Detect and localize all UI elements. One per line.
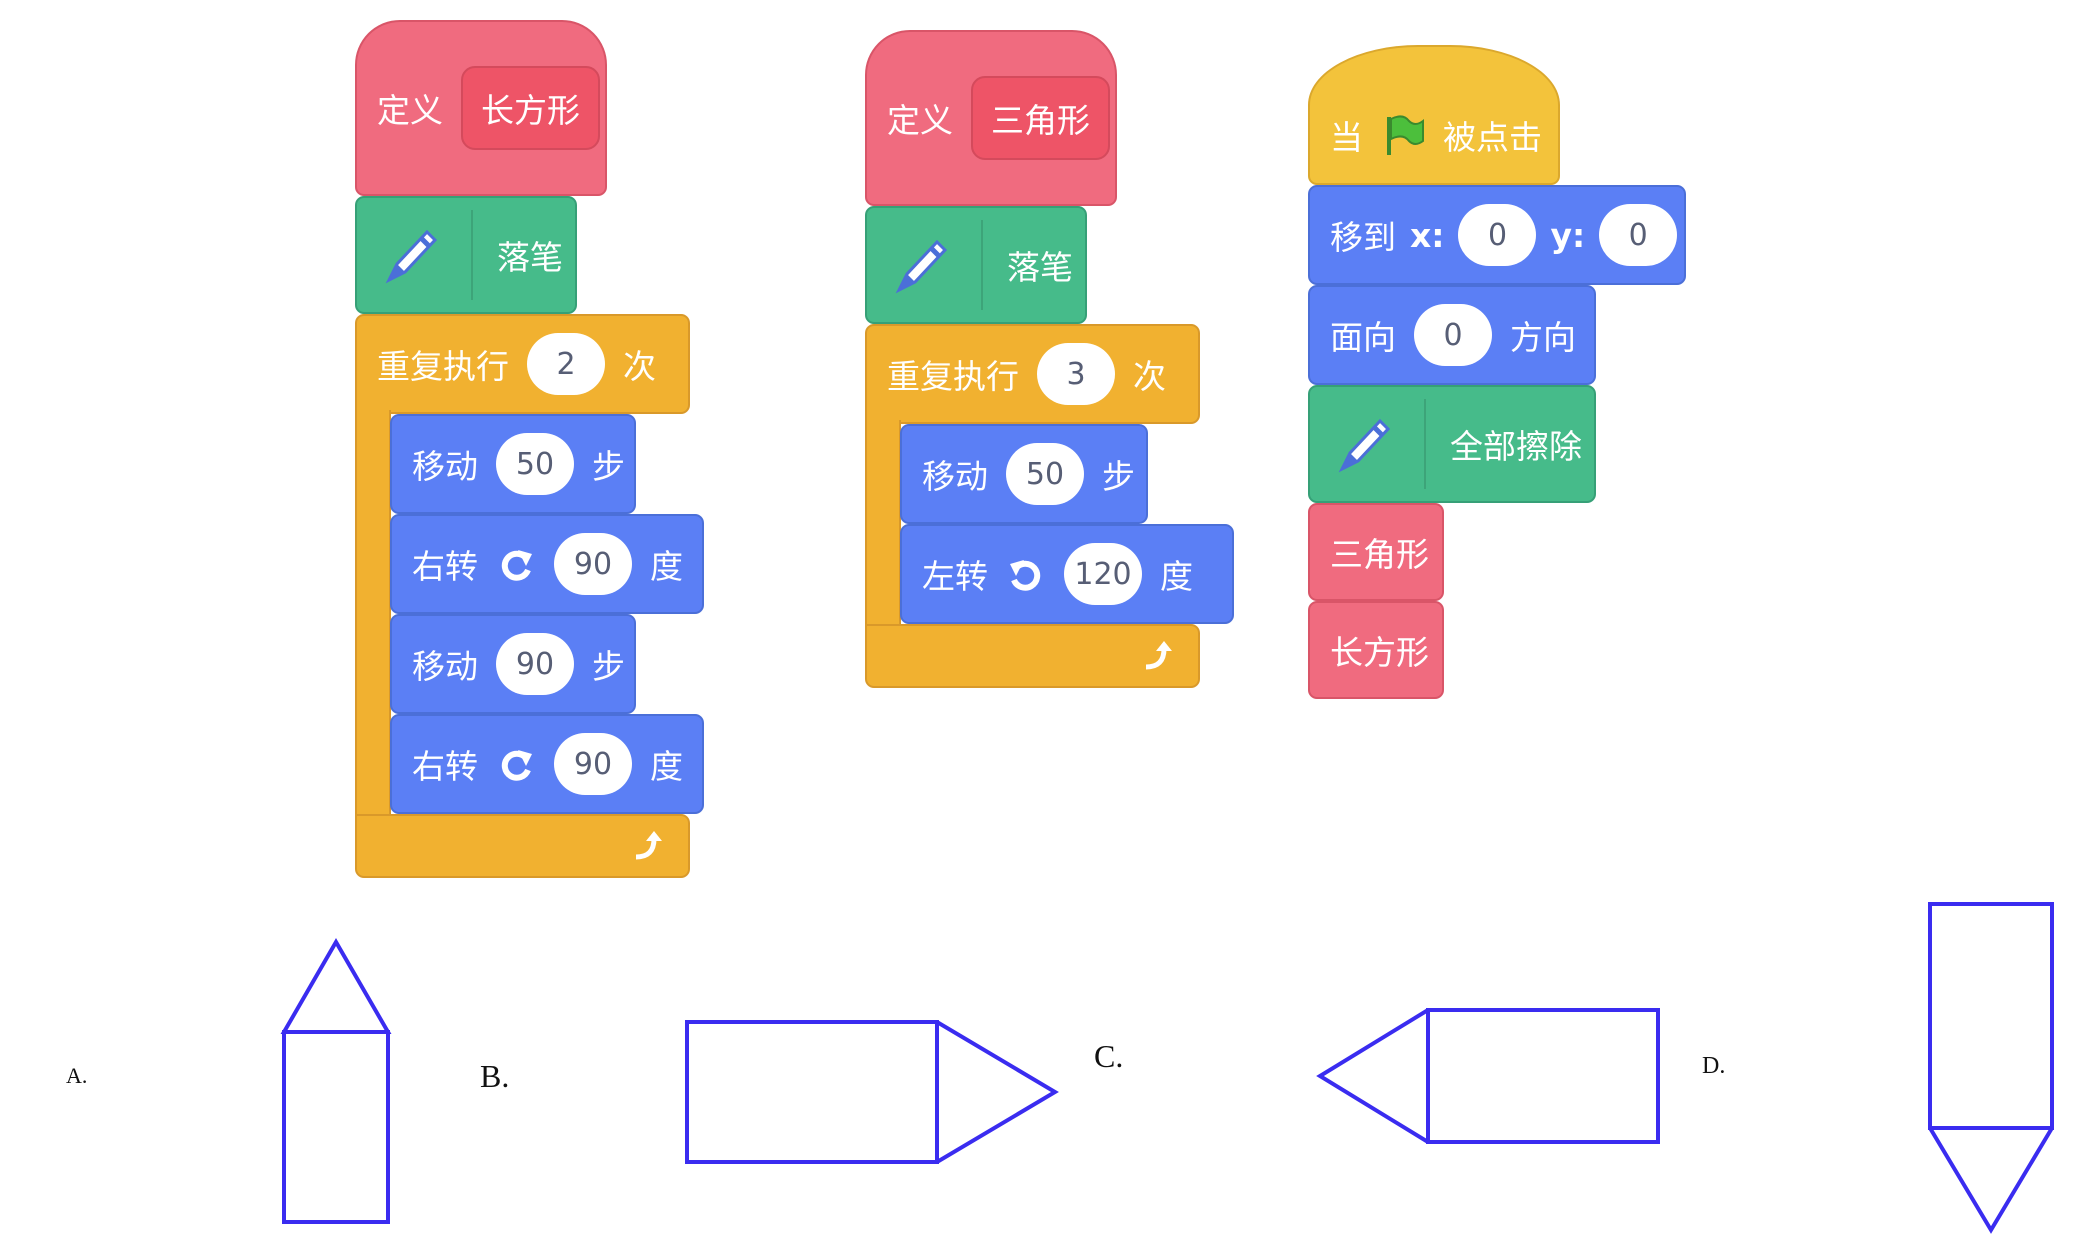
point-suffix: 方向 [1510, 318, 1576, 357]
pen-down-block[interactable]: 落笔 [865, 206, 1087, 324]
x-input[interactable]: 0 [1458, 204, 1537, 266]
green-flag-icon [1387, 115, 1424, 155]
option-c-shape[interactable] [1316, 1004, 1666, 1150]
define-label: 定义 [887, 101, 953, 140]
turn-right-label: 右转 [412, 547, 478, 586]
turn-suffix: 度 [650, 547, 683, 586]
goto-xy-block[interactable]: 移到 x: 0 y: 0 [1308, 185, 1686, 285]
loop-arrow-icon [1145, 641, 1172, 670]
move-steps-input[interactable]: 90 [496, 633, 574, 695]
repeat-bottom [865, 624, 1200, 688]
procedure-name: 三角形 [971, 76, 1110, 160]
divider [981, 220, 983, 310]
turn-right-icon [501, 550, 532, 581]
loop-arrow-icon [635, 831, 662, 860]
goto-label: 移到 [1330, 218, 1396, 257]
when-flag-clicked-block[interactable]: 当 被点击 [1308, 45, 1560, 185]
clear-block[interactable]: 全部擦除 [1308, 385, 1596, 503]
move-suffix: 步 [1102, 457, 1135, 496]
option-d-label[interactable]: D. [1702, 1053, 1726, 1079]
turn-right-block[interactable]: 右转 90 度 [390, 514, 704, 614]
clear-label: 全部擦除 [1450, 427, 1582, 466]
repeat-count-input[interactable]: 3 [1037, 343, 1115, 405]
move-steps-input[interactable]: 50 [1006, 443, 1084, 505]
repeat-label: 重复执行 [377, 347, 509, 386]
repeat-label: 重复执行 [887, 357, 1019, 396]
repeat-arm [355, 410, 391, 820]
move-label: 移动 [922, 457, 988, 496]
pen-down-block[interactable]: 落笔 [355, 196, 577, 314]
turn-left-block[interactable]: 左转 120 度 [900, 524, 1234, 624]
repeat-arm [865, 420, 901, 630]
move-block[interactable]: 移动 50 步 [390, 414, 636, 514]
option-d-shape[interactable] [1926, 900, 2056, 1240]
pen-down-label: 落笔 [497, 238, 563, 277]
pen-icon [1338, 418, 1391, 473]
turn-left-icon [1010, 560, 1041, 591]
pen-icon [385, 229, 438, 284]
option-b-label[interactable]: B. [480, 1058, 510, 1094]
y-label: y: [1550, 215, 1586, 255]
turn-degrees-input[interactable]: 90 [554, 733, 632, 795]
call-label: 长方形 [1330, 633, 1429, 672]
repeat-block[interactable]: 重复执行 3 次 [865, 324, 1200, 424]
call-label: 三角形 [1330, 535, 1429, 574]
turn-right-label: 右转 [412, 747, 478, 786]
option-a-shape[interactable] [280, 938, 395, 1230]
option-b-shape[interactable] [683, 1018, 1063, 1168]
hat-label: 当 [1330, 118, 1363, 157]
repeat-suffix: 次 [623, 347, 656, 386]
turn-degrees-input[interactable]: 120 [1064, 543, 1142, 605]
pen-down-label: 落笔 [1007, 248, 1073, 287]
option-a-label[interactable]: A. [66, 1063, 88, 1088]
move-label: 移动 [412, 647, 478, 686]
pen-icon [895, 239, 948, 294]
turn-right-icon [501, 750, 532, 781]
turn-left-label: 左转 [922, 557, 988, 596]
move-label: 移动 [412, 447, 478, 486]
x-label: x: [1410, 215, 1445, 255]
divider [1424, 399, 1426, 489]
point-label: 面向 [1330, 318, 1396, 357]
move-block[interactable]: 移动 90 步 [390, 614, 636, 714]
repeat-bottom [355, 814, 690, 878]
option-c-label[interactable]: C. [1094, 1038, 1124, 1074]
call-rectangle-block[interactable]: 长方形 [1308, 601, 1444, 699]
hat-label-suffix: 被点击 [1443, 118, 1542, 157]
repeat-suffix: 次 [1133, 357, 1166, 396]
move-suffix: 步 [592, 647, 625, 686]
define-hat-block[interactable]: 定义 三角形 [865, 30, 1117, 206]
define-hat-block[interactable]: 定义 长方形 [355, 20, 607, 196]
turn-right-block[interactable]: 右转 90 度 [390, 714, 704, 814]
procedure-name: 长方形 [461, 66, 600, 150]
call-triangle-block[interactable]: 三角形 [1308, 503, 1444, 601]
direction-input[interactable]: 0 [1414, 304, 1492, 366]
move-block[interactable]: 移动 50 步 [900, 424, 1148, 524]
repeat-block[interactable]: 重复执行 2 次 [355, 314, 690, 414]
y-input[interactable]: 0 [1599, 204, 1678, 266]
turn-suffix: 度 [650, 747, 683, 786]
turn-degrees-input[interactable]: 90 [554, 533, 632, 595]
move-suffix: 步 [592, 447, 625, 486]
define-label: 定义 [377, 91, 443, 130]
divider [471, 210, 473, 300]
turn-suffix: 度 [1160, 557, 1193, 596]
repeat-count-input[interactable]: 2 [527, 333, 605, 395]
point-direction-block[interactable]: 面向 0 方向 [1308, 285, 1596, 385]
move-steps-input[interactable]: 50 [496, 433, 574, 495]
